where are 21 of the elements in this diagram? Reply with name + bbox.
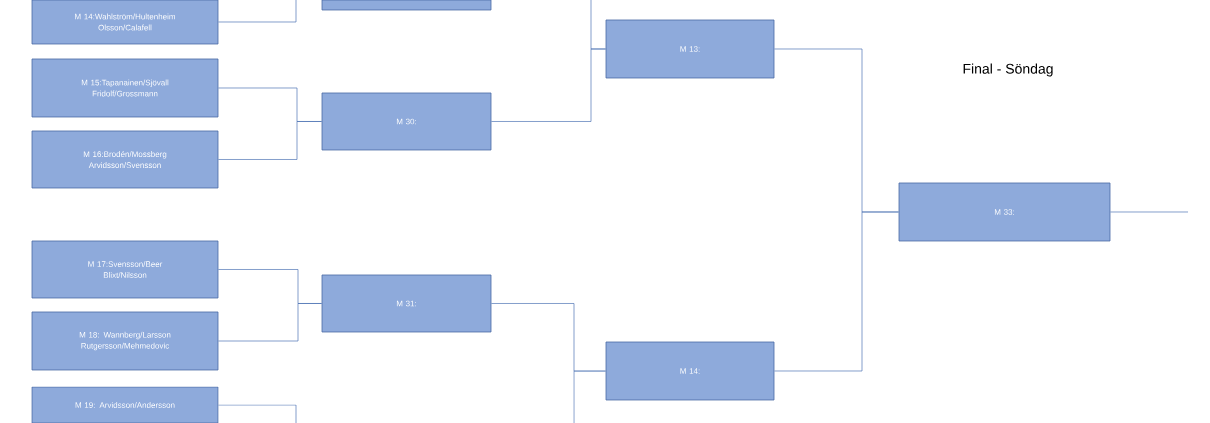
connector-line xyxy=(218,121,322,160)
connector-line xyxy=(774,211,899,372)
connector-line xyxy=(218,404,297,423)
match-box: M 31: xyxy=(321,274,492,333)
connector-line xyxy=(218,303,322,342)
match-box: M 17:Svensson/Beer Blixt/Nilsson xyxy=(31,240,219,299)
match-box xyxy=(321,0,492,11)
title: Final - Söndag xyxy=(963,63,1053,77)
match-box: M 18: Wannberg/Larsson Rutgersson/Mehmedovic xyxy=(31,311,219,371)
match-box: M 14:Wahlström/Hultenheim Olsson/Calafell xyxy=(31,0,219,45)
connector-line xyxy=(1110,211,1189,213)
match-box: M 15:Tapanainen/Sjövall Fridolf/Grossmann xyxy=(31,58,219,118)
match-box: M 13: xyxy=(605,19,775,79)
connector-line xyxy=(491,48,606,122)
match-box: M 19: Arvidsson/Andersson xyxy=(31,386,219,423)
connector-line xyxy=(218,0,297,23)
match-box: M 16:Brodén/Mossberg Arvidsson/Svensson xyxy=(31,130,219,189)
match-box: M 33: xyxy=(898,182,1111,242)
match-box: M 30: xyxy=(321,92,492,151)
connector-line xyxy=(573,370,606,423)
match-box: M 14: xyxy=(605,341,775,401)
